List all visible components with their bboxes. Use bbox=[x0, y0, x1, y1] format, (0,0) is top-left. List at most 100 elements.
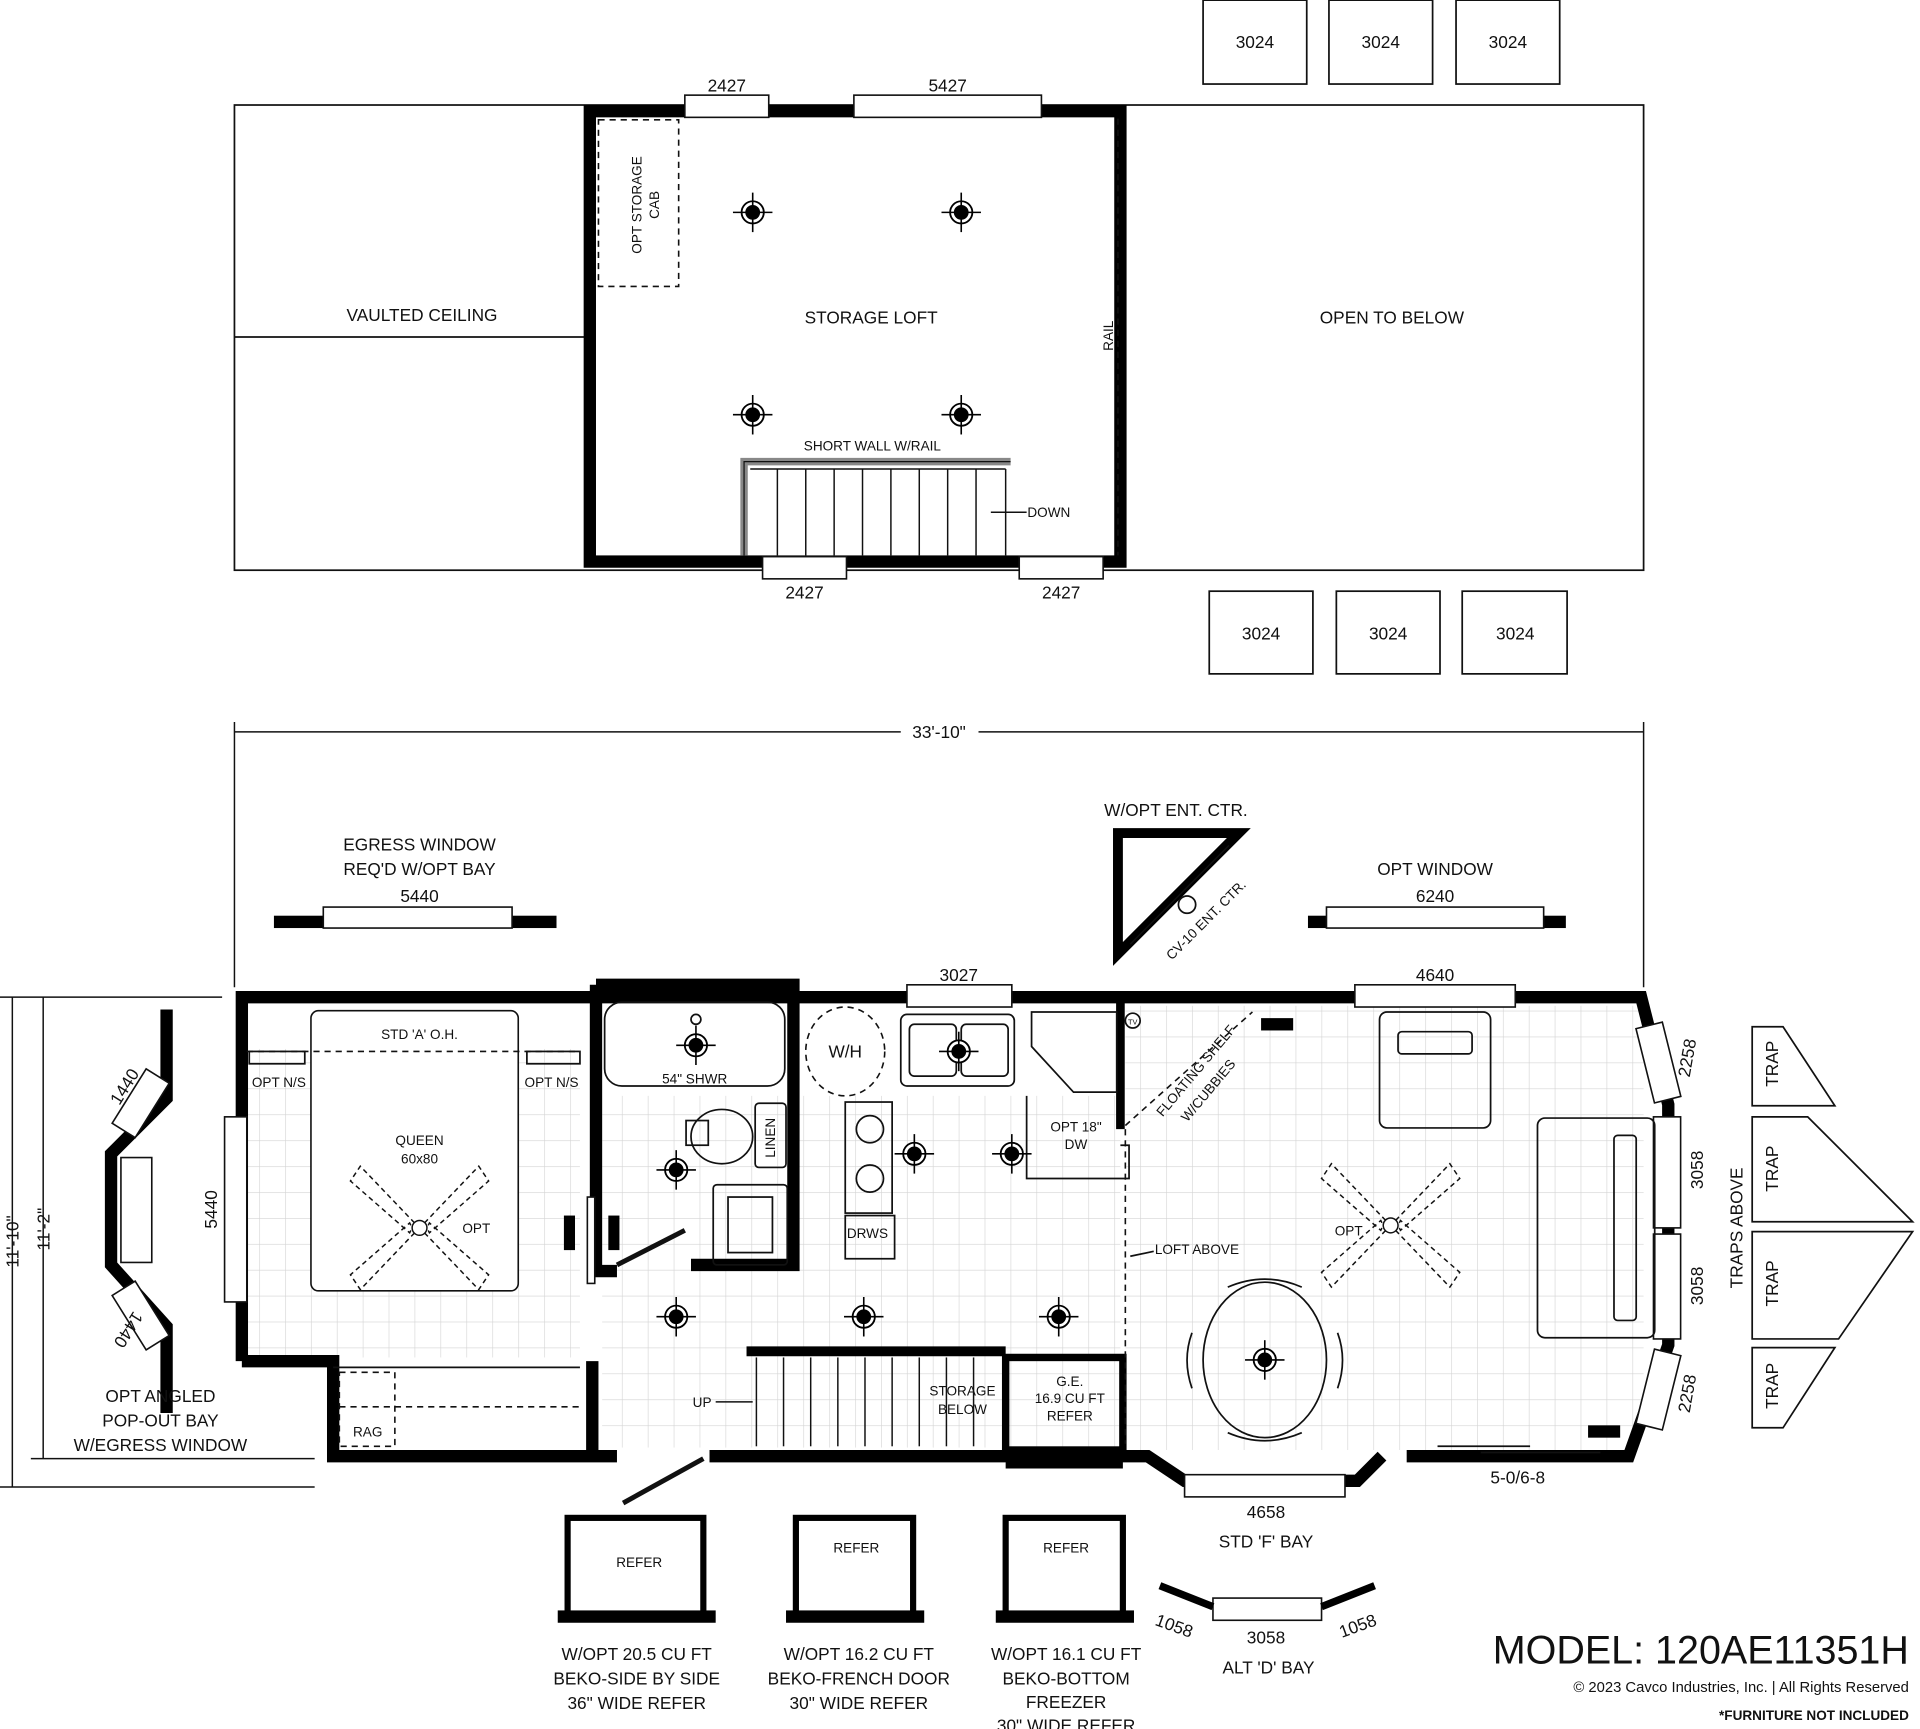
window bbox=[1652, 1116, 1682, 1229]
rag-label: RAG bbox=[353, 1424, 382, 1439]
water-heater bbox=[804, 1006, 886, 1097]
main-floor-plan: 33'-10" 3027 4640 5440 2258 3058 3058 22… bbox=[0, 721, 1915, 1677]
window bbox=[1183, 1473, 1346, 1498]
entry-door[interactable] bbox=[621, 1456, 705, 1506]
skylights-bottom: 3024 3024 3024 bbox=[1208, 590, 1568, 675]
refer-label: G.E. bbox=[1056, 1374, 1083, 1389]
window-label: 3058 bbox=[1687, 1267, 1707, 1305]
svg-text:TRAP: TRAP bbox=[1762, 1146, 1782, 1192]
window bbox=[906, 984, 1013, 1008]
svg-text:TRAPS ABOVE: TRAPS ABOVE bbox=[1726, 1167, 1746, 1288]
light-fixture-icon bbox=[940, 394, 982, 436]
refer-label: REFER bbox=[1047, 1408, 1093, 1423]
open-to-below-label: OPEN TO BELOW bbox=[1320, 307, 1465, 327]
sliding-door[interactable] bbox=[1437, 1445, 1601, 1454]
opt-dw-label: DW bbox=[1065, 1137, 1088, 1152]
loft-window-label: 2427 bbox=[1042, 583, 1080, 603]
traps: TRAP TRAP TRAP TRAP TRAPS ABOVE bbox=[1726, 1025, 1915, 1429]
overall-length-dimension bbox=[233, 721, 1645, 988]
shower-drain-icon bbox=[675, 1024, 717, 1066]
refer-option: REFER W/OPT 20.5 CU FT BEKO-SIDE BY SIDE… bbox=[553, 1514, 720, 1713]
svg-text:OPT WINDOW: OPT WINDOW bbox=[1377, 859, 1493, 879]
overall-length-label: 33'-10" bbox=[912, 722, 966, 742]
opt-dw-label: OPT 18" bbox=[1050, 1120, 1101, 1135]
svg-text:5440: 5440 bbox=[400, 886, 438, 906]
storage-loft-label: STORAGE LOFT bbox=[805, 307, 938, 327]
light-fixture-icon bbox=[940, 191, 982, 234]
loft-window bbox=[1018, 555, 1104, 580]
svg-text:1440: 1440 bbox=[110, 1308, 147, 1351]
storage-below-label: STORAGE bbox=[929, 1384, 995, 1399]
svg-text:3024: 3024 bbox=[1362, 32, 1401, 52]
opt-storage-cab-label: CAB bbox=[647, 191, 662, 219]
alt-d-bay: 1058 3058 1058 ALT 'D' BAY bbox=[1153, 1582, 1379, 1677]
svg-text:REFER: REFER bbox=[833, 1540, 879, 1555]
loft-window-label: 2427 bbox=[708, 75, 746, 95]
short-wall-label: SHORT WALL W/RAIL bbox=[804, 439, 942, 454]
window-label: 3027 bbox=[940, 965, 978, 985]
model-number: MODEL: 120AE11351H bbox=[1493, 1628, 1909, 1672]
svg-text:3024: 3024 bbox=[1369, 623, 1408, 643]
svg-text:TRAP: TRAP bbox=[1762, 1363, 1782, 1409]
dining-table bbox=[1186, 1278, 1344, 1442]
opt-storage-cab-label: OPT STORAGE bbox=[630, 156, 645, 253]
faucet-icon bbox=[938, 1030, 980, 1073]
up-label: UP bbox=[693, 1395, 712, 1410]
window bbox=[1354, 984, 1517, 1008]
opt-window-callout: OPT WINDOW 6240 bbox=[1307, 859, 1566, 929]
svg-text:1058: 1058 bbox=[1336, 1610, 1379, 1642]
shower bbox=[603, 1001, 786, 1087]
width-outer-label: 11'-10" bbox=[3, 1215, 23, 1267]
svg-text:W/OPT ENT. CTR.: W/OPT ENT. CTR. bbox=[1104, 800, 1248, 820]
opt-ns-label: OPT N/S bbox=[252, 1075, 306, 1090]
svg-text:36" WIDE REFER: 36" WIDE REFER bbox=[567, 1693, 706, 1713]
svg-text:30" WIDE REFER: 30" WIDE REFER bbox=[790, 1693, 929, 1713]
toilet bbox=[690, 1108, 754, 1165]
window-label: 2258 bbox=[1674, 1037, 1700, 1078]
svg-text:REFER: REFER bbox=[1043, 1540, 1089, 1555]
linen-label: LINEN bbox=[763, 1118, 778, 1158]
refer-option: REFER W/OPT 16.2 CU FT BEKO-FRENCH DOOR … bbox=[768, 1514, 950, 1713]
svg-text:POP-OUT BAY: POP-OUT BAY bbox=[102, 1411, 219, 1431]
sliding-door-label: 5-0/6-8 bbox=[1490, 1467, 1545, 1487]
loft-window bbox=[684, 94, 770, 119]
svg-text:OPT ANGLED: OPT ANGLED bbox=[105, 1386, 215, 1406]
svg-text:TRAP: TRAP bbox=[1762, 1260, 1782, 1306]
width-inner-label: 11'-2" bbox=[33, 1208, 53, 1251]
sofa bbox=[1536, 1117, 1656, 1339]
svg-text:TRAP: TRAP bbox=[1762, 1041, 1782, 1087]
std-a-oh-label: STD 'A' O.H. bbox=[381, 1027, 458, 1042]
kitchen-sink bbox=[899, 1013, 1016, 1087]
loft-window-label: 5427 bbox=[928, 75, 966, 95]
window-label: 4640 bbox=[1416, 965, 1454, 985]
egress-window-callout: EGRESS WINDOW REQ'D W/OPT BAY 5440 bbox=[273, 834, 557, 929]
bath-sink bbox=[712, 1183, 789, 1266]
loft-window-label: 2427 bbox=[785, 583, 823, 603]
width-dimensions bbox=[0, 996, 315, 1488]
f-bay-label: 4658 bbox=[1247, 1502, 1285, 1522]
svg-text:1058: 1058 bbox=[1153, 1610, 1196, 1642]
svg-text:W/OPT 20.5 CU FT: W/OPT 20.5 CU FT bbox=[562, 1644, 713, 1664]
refer-label: 16.9 CU FT bbox=[1035, 1391, 1105, 1406]
svg-text:W/EGRESS WINDOW: W/EGRESS WINDOW bbox=[74, 1435, 248, 1455]
svg-text:3058: 3058 bbox=[1247, 1628, 1285, 1648]
svg-text:3024: 3024 bbox=[1496, 623, 1535, 643]
svg-text:REFER: REFER bbox=[616, 1555, 662, 1570]
window bbox=[223, 1116, 248, 1303]
loft-above-label: LOFT ABOVE bbox=[1155, 1242, 1239, 1257]
bed-label: 60x80 bbox=[401, 1152, 438, 1167]
copyright: © 2023 Cavco Industries, Inc. | All Righ… bbox=[1573, 1680, 1909, 1696]
refer-option: REFER W/OPT 16.1 CU FT BEKO-BOTTOM FREEZ… bbox=[991, 1514, 1142, 1729]
armchair bbox=[1378, 1011, 1492, 1129]
svg-text:3024: 3024 bbox=[1242, 623, 1281, 643]
water-heater-label: W/H bbox=[828, 1042, 862, 1062]
vaulted-ceiling-label: VAULTED CEILING bbox=[347, 305, 498, 325]
down-label: DOWN bbox=[1027, 505, 1070, 520]
main-stair bbox=[715, 1357, 975, 1447]
svg-text:BEKO-FRENCH DOOR: BEKO-FRENCH DOOR bbox=[768, 1668, 950, 1688]
svg-text:REQ'D W/OPT BAY: REQ'D W/OPT BAY bbox=[343, 859, 496, 879]
svg-text:W/OPT 16.2 CU FT: W/OPT 16.2 CU FT bbox=[784, 1644, 935, 1664]
fan-opt-label: OPT bbox=[1335, 1223, 1363, 1238]
furniture-note: *FURNITURE NOT INCLUDED bbox=[1719, 1708, 1909, 1723]
